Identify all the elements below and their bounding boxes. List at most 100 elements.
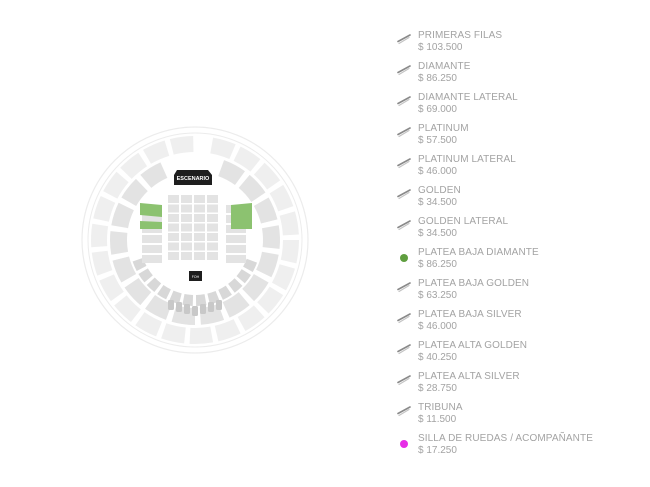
floor-block[interactable] bbox=[168, 204, 179, 213]
seating-section-middle[interactable] bbox=[171, 305, 195, 325]
floor-block[interactable] bbox=[142, 235, 162, 243]
floor-block[interactable] bbox=[194, 214, 205, 222]
floor-block[interactable] bbox=[226, 255, 246, 263]
seating-section-upper[interactable] bbox=[169, 136, 194, 155]
seating-section-upper[interactable] bbox=[271, 264, 295, 291]
seating-section-upper[interactable] bbox=[210, 137, 236, 159]
seating-section-lower[interactable] bbox=[228, 278, 243, 293]
seating-section-middle[interactable] bbox=[140, 162, 168, 188]
seating-section-upper[interactable] bbox=[253, 162, 281, 190]
seating-section-middle[interactable] bbox=[112, 256, 137, 283]
floor-block[interactable] bbox=[168, 214, 179, 222]
seating-section-lower[interactable] bbox=[218, 285, 232, 300]
floor-block[interactable] bbox=[168, 233, 179, 241]
seating-section-middle[interactable] bbox=[261, 225, 280, 249]
seating-section-middle[interactable] bbox=[222, 292, 250, 318]
floor-block[interactable] bbox=[168, 252, 179, 260]
floor-block[interactable] bbox=[181, 233, 192, 241]
seating-section-upper[interactable] bbox=[93, 196, 116, 222]
seating-section-lower[interactable] bbox=[157, 285, 171, 300]
legend-item[interactable]: DIAMANTE$ 86.250 bbox=[397, 61, 647, 92]
seating-section-middle[interactable] bbox=[218, 160, 245, 185]
legend-item[interactable]: PLATEA ALTA SILVER$ 28.750 bbox=[397, 371, 647, 402]
grandstand-row[interactable] bbox=[200, 304, 206, 314]
floor-block[interactable] bbox=[181, 214, 192, 222]
floor-block[interactable] bbox=[181, 242, 192, 251]
seating-section-upper[interactable] bbox=[114, 295, 141, 322]
floor-block[interactable] bbox=[181, 223, 192, 232]
seating-section-upper[interactable] bbox=[120, 152, 148, 179]
legend-item[interactable]: PLATEA ALTA GOLDEN$ 40.250 bbox=[397, 340, 647, 371]
seating-section-middle[interactable] bbox=[124, 278, 152, 306]
grandstand-row[interactable] bbox=[208, 302, 214, 312]
seating-section-middle[interactable] bbox=[110, 231, 129, 255]
seating-section-upper[interactable] bbox=[99, 274, 124, 302]
seating-section-upper[interactable] bbox=[257, 286, 284, 314]
seating-section-upper[interactable] bbox=[91, 223, 109, 248]
floor-block[interactable] bbox=[181, 252, 192, 260]
seating-section-upper[interactable] bbox=[269, 184, 294, 212]
seating-section-upper[interactable] bbox=[233, 146, 261, 172]
seating-section-available[interactable] bbox=[140, 221, 162, 229]
floor-block[interactable] bbox=[207, 252, 218, 260]
grandstand-row[interactable] bbox=[192, 306, 198, 316]
seating-section-upper[interactable] bbox=[135, 312, 163, 337]
seating-section-middle[interactable] bbox=[121, 178, 148, 206]
seating-map[interactable]: ESCENARIO FOH bbox=[80, 125, 310, 355]
seating-section-upper[interactable] bbox=[143, 140, 170, 164]
legend-item[interactable]: DIAMANTE LATERAL$ 69.000 bbox=[397, 92, 647, 123]
seating-section-available[interactable] bbox=[231, 203, 252, 229]
legend-item[interactable]: TRIBUNA$ 11.500 bbox=[397, 402, 647, 433]
floor-block[interactable] bbox=[181, 204, 192, 213]
legend-item[interactable]: PLATINUM$ 57.500 bbox=[397, 123, 647, 154]
floor-block[interactable] bbox=[168, 223, 179, 232]
seating-section-upper[interactable] bbox=[237, 305, 265, 331]
seating-section-upper[interactable] bbox=[103, 171, 129, 199]
seating-section-available[interactable] bbox=[140, 203, 162, 217]
seating-section-middle[interactable] bbox=[256, 251, 279, 278]
seating-section-middle[interactable] bbox=[238, 174, 266, 202]
grandstand-row[interactable] bbox=[168, 300, 174, 310]
legend-item[interactable]: PLATINUM LATERAL$ 46.000 bbox=[397, 154, 647, 185]
floor-block[interactable] bbox=[207, 223, 218, 232]
floor-block[interactable] bbox=[181, 195, 192, 203]
seating-section-lower[interactable] bbox=[243, 258, 258, 272]
legend-item[interactable]: GOLDEN$ 34.500 bbox=[397, 185, 647, 216]
floor-block[interactable] bbox=[207, 204, 218, 213]
floor-block[interactable] bbox=[168, 195, 179, 203]
legend-item[interactable]: GOLDEN LATERAL$ 34.500 bbox=[397, 216, 647, 247]
floor-block[interactable] bbox=[194, 242, 205, 251]
floor-block[interactable] bbox=[168, 242, 179, 251]
legend-item[interactable]: SILLA DE RUEDAS / ACOMPAÑANTE$ 17.250 bbox=[397, 433, 647, 464]
floor-block[interactable] bbox=[194, 223, 205, 232]
floor-block[interactable] bbox=[226, 235, 246, 243]
floor-block[interactable] bbox=[207, 233, 218, 241]
seating-section-upper[interactable] bbox=[189, 326, 214, 344]
seating-section-middle[interactable] bbox=[111, 202, 134, 229]
seating-section-middle[interactable] bbox=[253, 197, 278, 224]
floor-block[interactable] bbox=[194, 233, 205, 241]
seating-section-upper[interactable] bbox=[214, 319, 241, 342]
seating-section-upper[interactable] bbox=[280, 240, 299, 264]
seating-section-lower[interactable] bbox=[195, 294, 207, 306]
seating-section-upper[interactable] bbox=[279, 211, 299, 236]
floor-block[interactable] bbox=[142, 215, 162, 223]
grandstand-row[interactable] bbox=[184, 304, 190, 314]
seating-section-middle[interactable] bbox=[242, 274, 269, 302]
floor-block[interactable] bbox=[142, 245, 162, 253]
legend-item[interactable]: PLATEA BAJA SILVER$ 46.000 bbox=[397, 309, 647, 340]
seating-section-lower[interactable] bbox=[236, 269, 251, 284]
seating-section-lower[interactable] bbox=[146, 277, 162, 293]
floor-block[interactable] bbox=[207, 242, 218, 251]
seating-section-lower[interactable] bbox=[138, 268, 153, 283]
legend-item[interactable]: PLATEA BAJA GOLDEN$ 63.250 bbox=[397, 278, 647, 309]
floor-block[interactable] bbox=[194, 252, 205, 260]
floor-block[interactable] bbox=[226, 245, 246, 253]
grandstand-row[interactable] bbox=[176, 302, 182, 312]
floor-block[interactable] bbox=[142, 255, 162, 263]
floor-block[interactable] bbox=[207, 214, 218, 222]
seating-section-lower[interactable] bbox=[182, 293, 194, 306]
seating-section-middle[interactable] bbox=[145, 295, 172, 320]
seating-section-upper[interactable] bbox=[161, 323, 186, 344]
floor-block[interactable] bbox=[207, 195, 218, 203]
